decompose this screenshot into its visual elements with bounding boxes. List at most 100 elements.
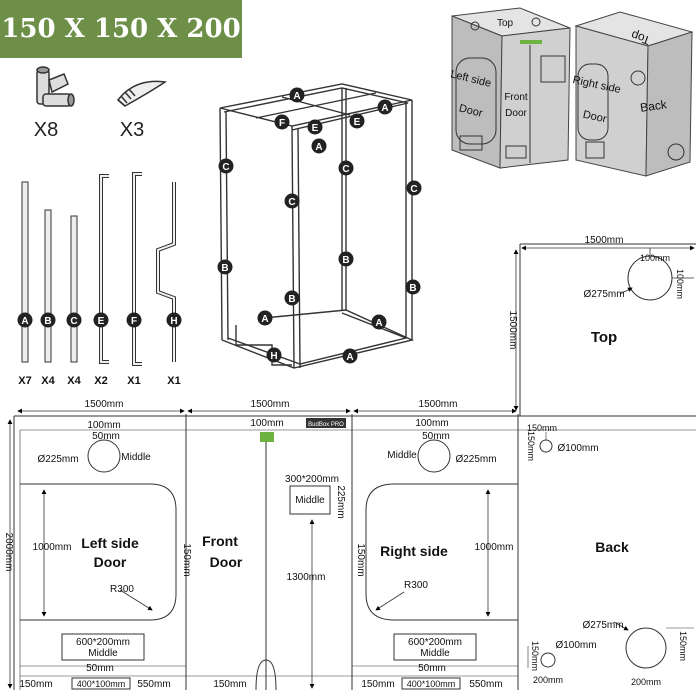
svg-text:C: C — [410, 184, 417, 195]
frame-badge-b-12: B — [405, 279, 421, 295]
left-hole-margin: 50mm — [92, 431, 120, 442]
svg-text:B: B — [409, 283, 416, 294]
pole-e: EX2 — [93, 174, 109, 387]
left-radius: R300 — [110, 584, 134, 595]
top-vent-size: Ø275mm — [583, 289, 624, 300]
frame-badge-b-11: B — [338, 251, 354, 267]
left-door-height: 1000mm — [33, 542, 72, 553]
box-front-left — [451, 7, 571, 169]
box-top-mirrored-label: Top — [629, 28, 652, 48]
left-window-margin: 50mm — [86, 663, 114, 674]
svg-text:H: H — [270, 351, 277, 362]
box-front-door-label: Door — [505, 108, 527, 119]
brand-badge — [306, 418, 346, 428]
pole-qty-c: X4 — [67, 375, 81, 387]
svg-text:H: H — [170, 316, 177, 327]
pole-qty-f: X1 — [127, 375, 140, 387]
pole-badge-c: C — [66, 312, 82, 328]
frame-badge-a-15: A — [371, 314, 387, 330]
svg-text:B: B — [221, 263, 228, 274]
front-bottom-left: 150mm — [213, 679, 246, 690]
frame-badge-c-7: C — [338, 160, 354, 176]
brand-text: BudBox PRO — [308, 422, 344, 428]
back-bottom-small-side: 150mm — [530, 641, 540, 671]
pole-a: AX7 — [17, 181, 33, 387]
frame-badge-a-14: A — [257, 310, 273, 326]
svg-text:A: A — [315, 142, 322, 153]
right-bottom-left: 150mm — [361, 679, 394, 690]
box-right-door-label: Door — [582, 109, 608, 126]
box-top-label: Top — [497, 18, 514, 29]
frame-badge-a-1: A — [377, 99, 393, 115]
panel-width-1: 1500mm — [85, 399, 124, 410]
right-window-size: 600*200mm — [408, 637, 462, 648]
right-door-height: 1000mm — [475, 542, 514, 553]
left-window-size: 600*200mm — [76, 637, 130, 648]
svg-text:A: A — [346, 352, 353, 363]
front-green-marker — [260, 432, 274, 442]
back-bottom-left: 200mm — [533, 675, 563, 685]
pole-c: C X4 — [66, 215, 82, 387]
pole-qty-h: X1 — [167, 375, 180, 387]
pole-f: F X1 — [126, 172, 142, 387]
svg-text:F: F — [131, 316, 137, 327]
back-small-hole: Ø100mm — [557, 443, 598, 454]
front-label-2: Door — [210, 554, 243, 570]
box-back-label: Back — [639, 97, 668, 115]
svg-text:B: B — [44, 316, 51, 327]
pole-b: BX4 — [40, 209, 56, 387]
back-label: Back — [595, 539, 629, 555]
pole-qty-a: X7 — [18, 375, 31, 387]
panel-width-2: 1500mm — [251, 399, 290, 410]
frame-badge-c-8: C — [406, 180, 422, 196]
frame-badge-f-2: F — [274, 114, 290, 130]
top-panel — [513, 243, 696, 417]
svg-text:C: C — [288, 197, 295, 208]
strap-qty: X3 — [120, 119, 144, 141]
svg-text:E: E — [98, 316, 105, 327]
left-label-1: Left side — [81, 535, 139, 551]
frame-badge-b-13: B — [284, 290, 300, 306]
back-big-hole: Ø275mm — [582, 620, 623, 631]
right-bottom-right: 550mm — [469, 679, 502, 690]
svg-text:A: A — [375, 318, 382, 329]
left-bottom-right: 550mm — [137, 679, 170, 690]
left-window-pos: Middle — [88, 648, 118, 659]
frame-badge-e-3: E — [307, 119, 323, 135]
svg-text:F: F — [279, 118, 285, 129]
svg-text:E: E — [354, 117, 361, 128]
box-front-label: Front — [504, 92, 528, 103]
front-window-size: 300*200mm — [285, 474, 339, 485]
left-bottom-left: 150mm — [19, 679, 52, 690]
left-hole-size: Ø225mm — [37, 454, 78, 465]
page-title: 150 X 150 X 200 — [1, 14, 241, 44]
box-back-right — [574, 11, 694, 177]
top-width: 1500mm — [585, 235, 624, 246]
right-label: Right side — [380, 543, 448, 559]
left-top-margin: 100mm — [87, 420, 120, 431]
left-hole-pos: Middle — [121, 452, 151, 463]
pole-badge-e: E — [93, 312, 109, 328]
top-vent-offset: 100mm — [640, 253, 670, 263]
svg-text:C: C — [222, 162, 229, 173]
frame-badge-b-10: B — [217, 259, 233, 275]
pole-badge-f: F — [126, 312, 142, 328]
back-top-margin: 150mm — [527, 423, 557, 433]
svg-text:A: A — [261, 314, 268, 325]
front-height-mark: 1300mm — [287, 572, 326, 583]
back-side-margin: 150mm — [526, 431, 536, 461]
pole-badge-b: B — [40, 312, 56, 328]
frame-badge-a-17: A — [342, 348, 358, 364]
right-top-margin: 100mm — [415, 418, 448, 429]
frame-badge-c-9: C — [284, 193, 300, 209]
top-label: Top — [591, 329, 617, 346]
right-hole-margin: 50mm — [422, 431, 450, 442]
right-window-pos: Middle — [420, 648, 450, 659]
svg-text:A: A — [293, 91, 300, 102]
svg-text:C: C — [70, 316, 77, 327]
front-label-1: Front — [202, 533, 238, 549]
right-window-margin: 50mm — [418, 663, 446, 674]
right-hole-pos: Middle — [387, 450, 417, 461]
